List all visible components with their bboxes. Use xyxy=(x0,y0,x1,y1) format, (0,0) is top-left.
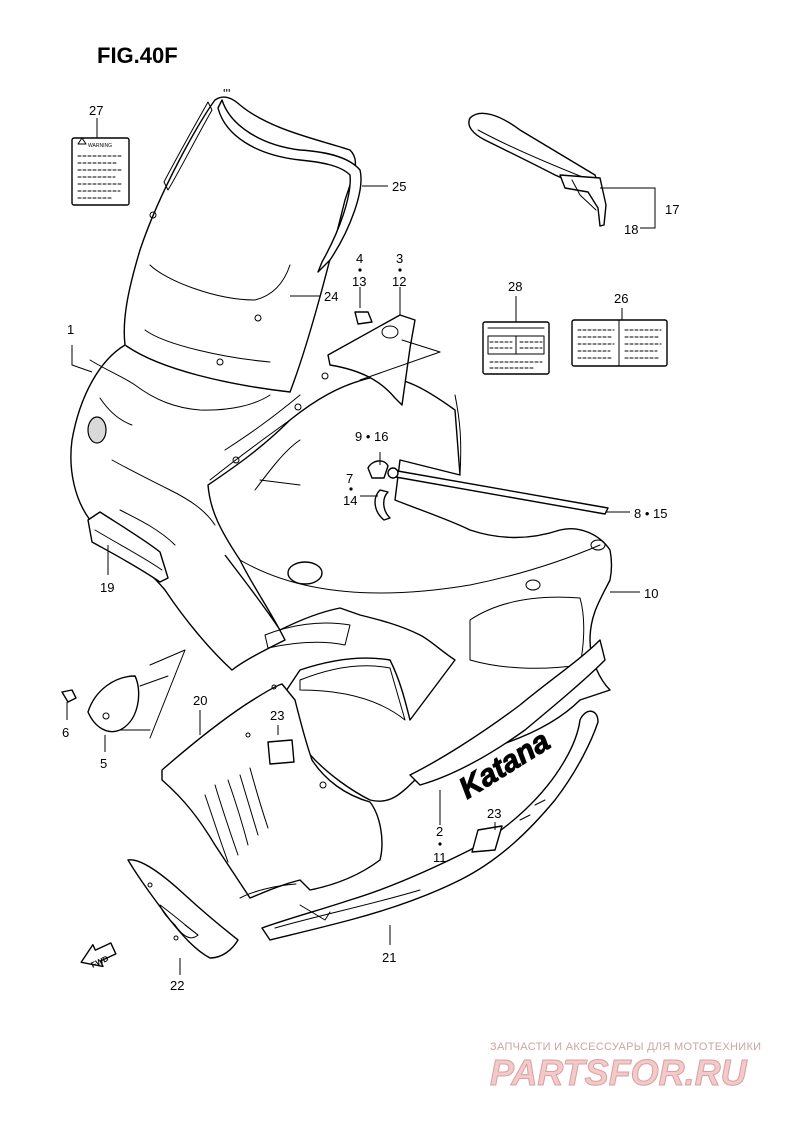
inner-panel-part-19 xyxy=(87,511,169,583)
forward-direction-arrow: FWD xyxy=(80,942,117,970)
lower-cowl-part-21 xyxy=(261,710,599,941)
callout-12: 12 xyxy=(392,274,406,289)
callout-7: 7 xyxy=(346,471,353,486)
watermark: ЗАПЧАСТИ И АКСЕССУАРЫ ДЛЯ МОТОТЕХНИКИ PA… xyxy=(490,1041,762,1094)
callout-10: 10 xyxy=(644,586,658,601)
cover-part-5 xyxy=(87,649,186,739)
warning-label-text: WARNING xyxy=(88,143,112,149)
callout-19: 19 xyxy=(100,580,114,595)
callout-18: 18 xyxy=(624,222,638,237)
callout-9-16: 9 • 16 xyxy=(355,429,388,444)
windscreen-part-24 xyxy=(123,96,357,393)
screen-top-mark: ''' xyxy=(223,86,230,101)
callout-2: 2 xyxy=(436,824,443,839)
info-label-part-28 xyxy=(482,321,550,375)
callout-17: 17 xyxy=(665,202,679,217)
callout-22: 22 xyxy=(170,978,184,993)
callout-numbers: 1 24 25 3 12 4 13 9 • 16 7 14 8 • 15 10 … xyxy=(62,103,679,993)
lower-bracket-part-22 xyxy=(127,859,239,959)
warning-label-part-27: WARNING xyxy=(71,137,130,206)
callout-6: 6 xyxy=(62,725,69,740)
air-duct-part-17 xyxy=(468,112,607,227)
callout-5: 5 xyxy=(100,756,107,771)
clip-part-4 xyxy=(354,311,373,325)
callout-21: 21 xyxy=(382,950,396,965)
warning-label-part-26 xyxy=(571,319,668,367)
lower-cowl-part-20 xyxy=(161,683,383,899)
callout-23-left: 23 xyxy=(270,708,284,723)
callout-3: 3 xyxy=(396,251,403,266)
callout-24: 24 xyxy=(324,289,338,304)
watermark-logo: PARTSFOR.RU xyxy=(490,1052,748,1093)
callout-1: 1 xyxy=(67,322,74,337)
grommet-part-9 xyxy=(367,460,389,479)
callout-26: 26 xyxy=(614,291,628,306)
bolt-part-6 xyxy=(61,689,77,703)
callout-20: 20 xyxy=(193,693,207,708)
bracket-part-3 xyxy=(327,314,441,406)
figure-title: FIG.40F xyxy=(97,43,178,68)
watermark-tagline: ЗАПЧАСТИ И АКСЕССУАРЫ ДЛЯ МОТОТЕХНИКИ xyxy=(490,1041,761,1053)
side-panel-part-10 xyxy=(454,394,462,476)
callout-4: 4 xyxy=(356,251,363,266)
callout-11: 11 xyxy=(433,850,447,865)
callout-27: 27 xyxy=(89,103,103,118)
callout-13: 13 xyxy=(352,274,366,289)
callout-8-15: 8 • 15 xyxy=(634,506,667,521)
callout-25: 25 xyxy=(392,179,406,194)
callout-28: 28 xyxy=(508,279,522,294)
callout-23-right: 23 xyxy=(487,806,501,821)
rod-part-8 xyxy=(387,467,609,515)
leader-lines xyxy=(66,118,656,975)
upper-fairing-part-1 xyxy=(70,344,613,802)
cable-part-7 xyxy=(374,489,391,521)
windscreen-trim-part-25: ''' xyxy=(163,86,362,273)
callout-14: 14 xyxy=(343,493,357,508)
